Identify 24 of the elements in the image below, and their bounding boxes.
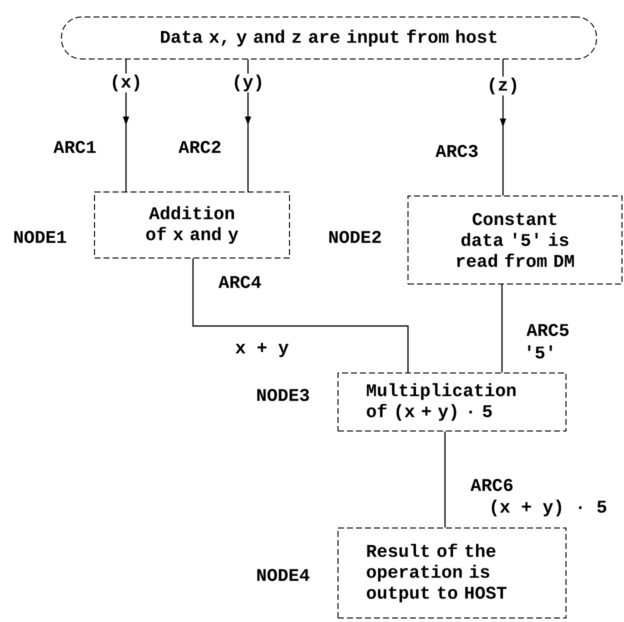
edge-label: ARC4 (217, 274, 263, 290)
connector (192, 258, 409, 372)
edge-label: ARC3 (434, 144, 480, 158)
edge-label: ARC1 (52, 140, 98, 154)
process-box: Addition of x and y (94, 191, 290, 258)
connector (501, 284, 503, 372)
node-label: NODE1 (14, 230, 66, 244)
node-label: NODE2 (329, 230, 381, 244)
edge-label: ARC2 (177, 140, 223, 154)
data-label: (y) (230, 74, 266, 92)
data-label: (z) (486, 76, 520, 96)
data-label: x + y (234, 342, 290, 358)
input-box: Data x, y and z are input from host (61, 16, 597, 60)
node-label: NODE3 (257, 388, 309, 402)
node-label: NODE4 (257, 568, 310, 582)
edge-label: ARC6 (469, 478, 515, 492)
data-label: (x + y) · 5 (488, 498, 608, 518)
data-label: (x) (108, 74, 144, 92)
process-box: Multiplication of (x + y) · 5 (338, 372, 566, 432)
connector (444, 431, 446, 528)
edge-label: ARC5 (525, 322, 571, 338)
process-box: Result of the operation is output to HOST (338, 527, 566, 618)
process-box: Constant data '5' is read from DM (408, 195, 622, 284)
data-label: '5' (522, 344, 558, 360)
